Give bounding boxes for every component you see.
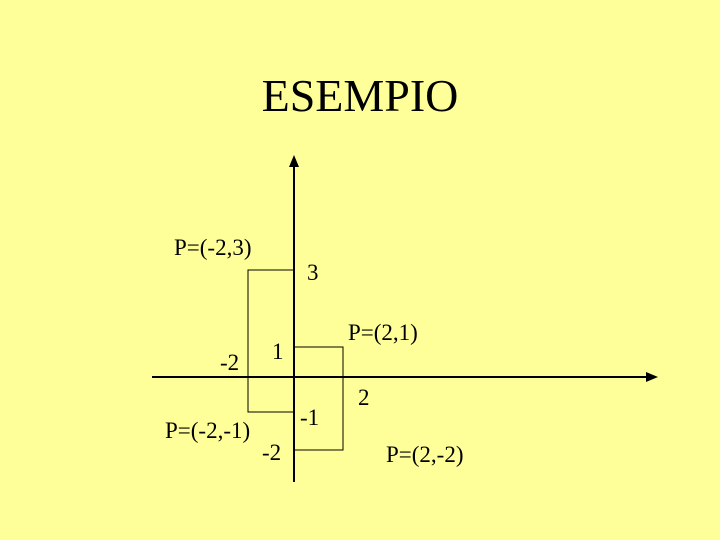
tick-y-1: 1: [272, 339, 284, 364]
point-guide-2-1: [294, 346, 344, 377]
tick-y-neg2: -2: [262, 440, 282, 465]
x-axis-arrow: [646, 372, 658, 382]
point-guide-neg2-3: [247, 269, 294, 377]
tick-x-2: 2: [358, 385, 370, 410]
tick-y-neg1: -1: [300, 405, 320, 430]
point-guide-2-neg2: [294, 377, 344, 451]
tick-y-3: 3: [307, 260, 319, 285]
y-axis-arrow: [289, 155, 299, 167]
slide-title: ESEMPIO: [261, 70, 459, 121]
point-label-neg2-3: P=(-2,3): [174, 235, 252, 260]
point-label-neg2-neg1: P=(-2,-1): [165, 418, 251, 443]
tick-x-neg2: -2: [220, 350, 240, 375]
point-guide-neg2-neg1: [247, 377, 294, 413]
point-label-2-1: P=(2,1): [348, 320, 418, 345]
point-label-2-neg2: P=(2,-2): [386, 442, 464, 467]
